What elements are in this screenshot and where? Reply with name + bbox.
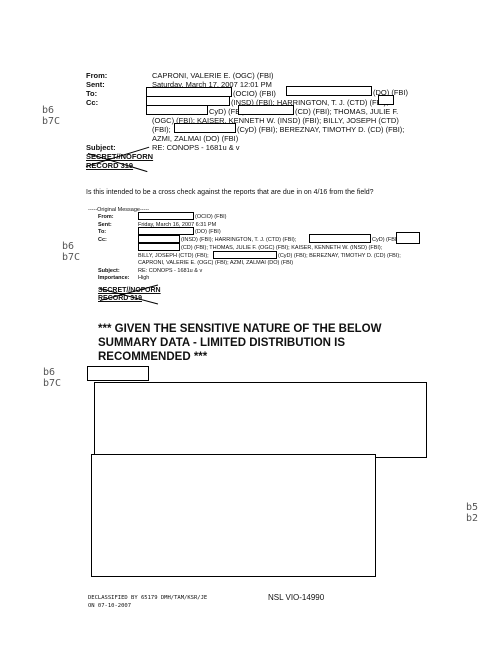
redaction-box	[213, 251, 277, 259]
orig-to-value: (DO) (FBI)	[195, 229, 221, 235]
exemption-code-b7c: b7C	[62, 252, 81, 263]
to-value-2: (DO) (FBI)	[373, 88, 408, 97]
orig-subject-value: RE: CONOPS - 1681u & v	[138, 268, 203, 274]
exemption-code-b7c: b7C	[42, 116, 61, 127]
orig-from-value: (OCIO) (FBI)	[195, 214, 227, 220]
orig-cc-value-3b: (CyD) (FBI); BEREZNAY, TIMOTHY D. (CD) (…	[278, 253, 401, 259]
classification-line-2: RECORD 319	[86, 161, 134, 170]
redaction-box	[174, 123, 236, 133]
document-id: NSL VIO-14990	[268, 593, 325, 602]
from-label: From:	[86, 71, 108, 80]
redaction-block	[91, 454, 376, 577]
redaction-box	[238, 105, 294, 115]
redaction-box	[138, 227, 194, 235]
exemption-code-b6: b6	[62, 241, 75, 252]
cc-label: Cc:	[86, 98, 99, 107]
exemption-code-b6: b6	[42, 105, 55, 116]
cc-value-6: (CyD) (FBI); BEREZNAY, TIMOTHY D. (CD) (…	[237, 125, 405, 134]
sent-value: Saturday, March 17, 2007 12:01 PM	[152, 80, 272, 89]
to-value-1: (OCIO) (FBI)	[233, 89, 276, 98]
orig-from-label: From:	[98, 214, 114, 220]
cc-value-2: CyD) (FBI)	[209, 107, 245, 116]
exemption-code-b2: b2	[466, 513, 479, 524]
orig-cc-value-1: (INSD) (FBI); HARRINGTON, T. J. (CTD) (F…	[181, 237, 297, 243]
orig-sent-label: Sent:	[98, 222, 112, 228]
orig-cc-value-1b: CyD) (FBI);	[372, 237, 400, 243]
subject-value: RE: CONOPS - 1681u & v	[152, 143, 240, 152]
redaction-box	[378, 95, 394, 105]
redaction-box	[286, 86, 372, 96]
cc-value-4: (OGC) (FBI); KAISER, KENNETH W. (INSD) (…	[152, 116, 399, 125]
original-message-marker: -----Original Message-----	[88, 207, 150, 213]
redaction-box	[146, 105, 208, 115]
cc-value-7: AZMI, ZALMAI (DO) (FBI)	[152, 134, 239, 143]
redaction-box	[87, 366, 149, 381]
email-body: Is this intended to be a cross check aga…	[86, 189, 374, 196]
orig-sent-value: Friday, March 16, 2007 6:31 PM	[138, 222, 217, 228]
orig-cc-value-2: (CD) (FBI); THOMAS, JULIE F. (OGC) (FBI)…	[181, 245, 383, 251]
cc-value-3: (CD) (FBI); THOMAS, JULIE F.	[295, 107, 399, 116]
orig-subject-label: Subject:	[98, 268, 120, 274]
redaction-block	[94, 382, 427, 458]
orig-importance-label: Importance:	[98, 275, 130, 281]
cc-value-5: (FBI);	[152, 125, 171, 134]
exemption-code-b6: b6	[43, 367, 56, 378]
from-value: CAPRONI, VALERIE E. (OGC) (FBI)	[152, 71, 274, 80]
sent-label: Sent:	[86, 80, 105, 89]
distribution-warning-heading: *** GIVEN THE SENSITIVE NATURE OF THE BE…	[98, 323, 382, 363]
orig-importance-value: High	[138, 275, 150, 281]
redaction-box	[309, 234, 371, 243]
redaction-box	[396, 232, 420, 244]
exemption-code-b7c: b7C	[43, 378, 62, 389]
redaction-box	[138, 243, 180, 251]
redaction-box	[138, 212, 194, 220]
orig-classification-line-2: RECORD 319	[98, 295, 142, 302]
exemption-code-b5: b5	[466, 502, 479, 513]
cc-value-1: (INSD) (FBI); HARRINGTON, T. J. (CTD) (F…	[231, 98, 389, 107]
declassification-stamp-line-1: DECLASSIFIED BY 65179 DMH/TAM/KSR/JE	[88, 595, 208, 601]
declassification-stamp-line-2: ON 07-10-2007	[88, 603, 132, 609]
orig-cc-value-3: BILLY, JOSEPH (CTD) (FBI);	[138, 253, 209, 259]
orig-cc-label: Cc:	[98, 237, 107, 243]
to-label: To:	[86, 89, 98, 98]
subject-label: Subject:	[86, 143, 116, 152]
orig-to-label: To:	[98, 229, 107, 235]
orig-cc-value-4: CAPRONI, VALERIE E. (OGC) (FBI); AZMI, Z…	[138, 260, 294, 266]
orig-classification-line-1: SECRET//NOFORN	[98, 287, 161, 294]
redaction-box	[138, 235, 180, 243]
